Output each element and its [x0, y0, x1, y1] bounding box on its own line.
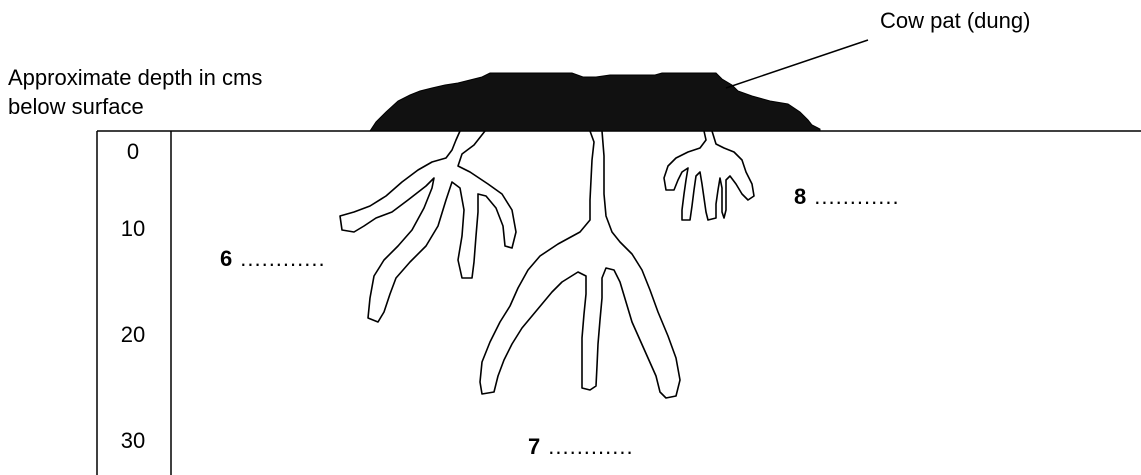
answer-7-dots: ............	[548, 434, 633, 459]
depth-tick-0: 0	[98, 139, 168, 165]
answer-7-number: 7	[528, 434, 540, 459]
depth-axis-title: Approximate depth in cms below surface	[8, 63, 308, 121]
answer-6-blank[interactable]: 6............	[220, 246, 326, 272]
depth-tick-30: 30	[98, 428, 168, 454]
callout-leader-line	[726, 40, 868, 88]
answer-8-dots: ............	[814, 184, 899, 209]
cow-pat-shape	[370, 73, 820, 131]
depth-tick-20: 20	[98, 322, 168, 348]
answer-7-blank[interactable]: 7............	[528, 434, 634, 460]
burrow-8-shape	[664, 131, 754, 220]
burrow-7-shape	[480, 131, 680, 398]
answer-6-dots: ............	[240, 246, 325, 271]
answer-8-number: 8	[794, 184, 806, 209]
answer-8-blank[interactable]: 8............	[794, 184, 900, 210]
answer-6-number: 6	[220, 246, 232, 271]
cow-pat-label: Cow pat (dung)	[880, 7, 1030, 35]
depth-tick-10: 10	[98, 216, 168, 242]
burrow-6-shape	[340, 131, 516, 322]
